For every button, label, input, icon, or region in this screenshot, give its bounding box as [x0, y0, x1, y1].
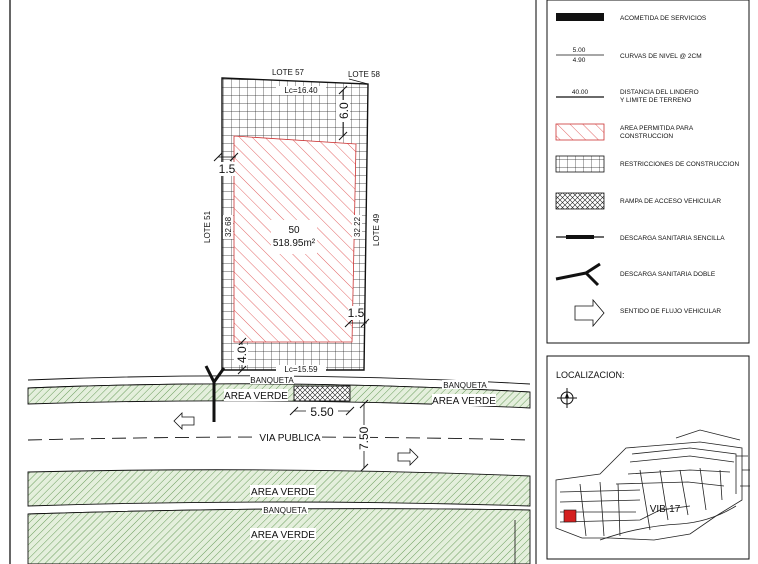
lot-number: 50 [288, 225, 300, 236]
green-far-bottom-label: AREA VERDE [251, 530, 315, 541]
location-sector-label: VIB-17 [650, 504, 681, 515]
legend-label-2b: Y LIMITE DE TERRENO [620, 97, 691, 104]
legend-label-2: DISTANCIA DEL LINDERO [620, 89, 699, 96]
right-side-bg [352, 215, 362, 239]
road-width: 7.50 [357, 426, 371, 450]
legend: ACOMETIDA DE SERVICIOS 5.00 4.90 CURVAS … [546, 0, 750, 344]
front-arc-length: Lc=15.59 [284, 365, 318, 374]
sidewalk-left-label: BANQUETA [250, 376, 294, 385]
green-far-top-label: AREA VERDE [251, 487, 315, 498]
setback-front: 4.0 [235, 346, 249, 363]
legend-label-3: AREA PERMITIDA PARA [620, 125, 694, 132]
neighbor-back: LOTE 57 [272, 68, 305, 77]
legend-label-4: RESTRICCIONES DE CONSTRUCCION [620, 161, 739, 168]
legend-label-5: RAMPA DE ACCESO VEHICULAR [620, 198, 721, 205]
location-map: LOCALIZACION: VIB-17 [546, 355, 750, 560]
legend-label-7: DESCARGA SANITARIA DOBLE [620, 271, 716, 278]
legend-label-3b: CONSTRUCCION [620, 133, 673, 140]
neighbor-right: LOTE 49 [372, 213, 381, 246]
location-title: LOCALIZACION: [556, 370, 625, 380]
lot-area: 518.95m² [273, 238, 316, 249]
legend-contour-top: 5.00 [573, 47, 586, 54]
legend-label-1: CURVAS DE NIVEL @ 2CM [620, 53, 702, 60]
legend-label-8: SENTIDO DE FLUJO VEHICULAR [620, 308, 721, 315]
legend-label-0: ACOMETIDA DE SERVICIOS [620, 15, 707, 22]
back-arc-length: Lc=16.40 [284, 86, 318, 95]
legend-label-6: DESCARGA SANITARIA SENCILLA [620, 235, 725, 242]
right-side-length: 32.22 [353, 216, 362, 237]
ramp-width: 5.50 [310, 405, 334, 419]
setback-dimensions: 6.0 1.5 1.5 4.0 [213, 85, 370, 375]
north-arrow-icon [557, 388, 577, 408]
green-left-label: AREA VERDE [224, 391, 288, 402]
setback-back: 6.0 [337, 102, 351, 119]
legend-swatch-service [556, 13, 604, 21]
access-ramp [293, 385, 351, 402]
legend-flow-arrow-icon [574, 298, 605, 328]
location-lot-marker [563, 509, 577, 523]
legend-swatch-restriction [555, 155, 605, 173]
lot-50: 50 518.95m² Lc=16.40 Lc=15.59 32.68 32.2… [221, 77, 369, 374]
legend-contour-bottom: 4.90 [573, 57, 586, 64]
left-side-length: 32.68 [224, 216, 233, 237]
legend-swatch-buildable [555, 123, 605, 141]
legend-sanitary-double-icon [555, 262, 601, 287]
back-arc-bg [276, 86, 326, 95]
legend-distance-sample: 40.00 [572, 89, 589, 96]
road-name: VIA PUBLICA [259, 433, 320, 444]
street-section: BANQUETA BANQUETA AREA VERDE AREA VERDE … [27, 375, 531, 564]
sanitary-double-symbol [204, 365, 226, 422]
flow-arrow-right [397, 448, 419, 466]
setback-left: 1.5 [219, 162, 236, 176]
front-arc-bg [276, 365, 326, 374]
legend-swatch-ramp [555, 192, 605, 210]
neighbor-back-corner: LOTE 58 [348, 70, 381, 79]
neighbor-left: LOTE 51 [203, 210, 212, 243]
sidewalk-far-label: BANQUETA [263, 506, 307, 515]
location-street-network [555, 429, 750, 541]
flow-arrow-left [173, 412, 195, 430]
lot-label-bg [271, 220, 317, 254]
left-side-bg [223, 215, 233, 239]
setback-right: 1.5 [348, 306, 365, 320]
green-right-label: AREA VERDE [432, 396, 496, 407]
sidewalk-right-label: BANQUETA [443, 381, 487, 390]
